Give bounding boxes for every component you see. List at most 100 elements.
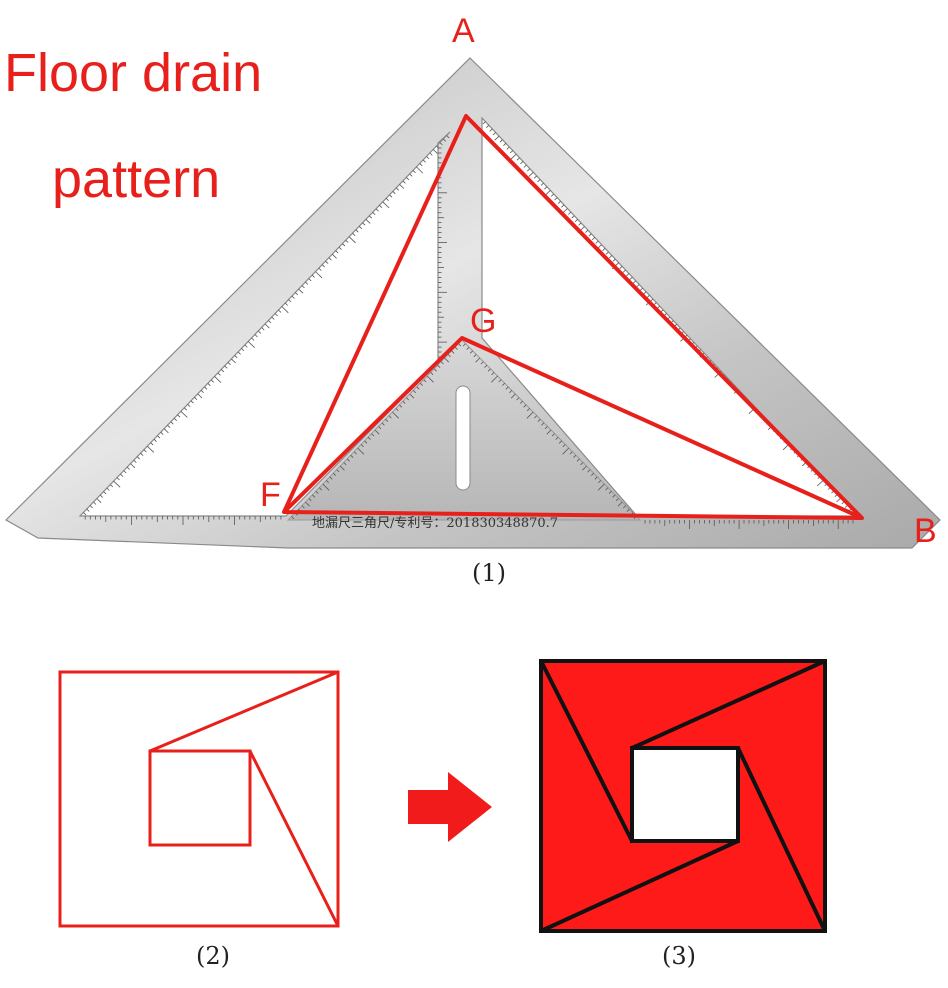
ruler-tick	[626, 508, 630, 512]
ruler-tick	[346, 458, 350, 462]
ruler-tick	[345, 239, 349, 243]
ruler-tick	[318, 267, 322, 271]
ruler-tick	[561, 204, 565, 208]
ruler-tick	[622, 269, 626, 273]
ruler-tick	[311, 274, 315, 278]
ruler-tick	[153, 438, 157, 442]
ruler-tick	[520, 161, 524, 165]
ruler-tick	[609, 255, 613, 259]
ruler-tick	[399, 184, 405, 189]
ruler-tick	[494, 135, 500, 141]
ruler-tick	[619, 266, 623, 270]
ruler-tick	[271, 316, 275, 320]
ruler-tick	[409, 173, 413, 177]
ruler-tick	[392, 191, 396, 195]
ruler-tick	[555, 436, 559, 440]
ruler-tick	[389, 194, 393, 198]
right-arrow-icon	[408, 772, 492, 842]
ruler-tick	[173, 418, 177, 421]
ruler-tick	[440, 361, 444, 365]
ruler-tick	[221, 369, 225, 373]
ruler-tick	[502, 382, 505, 386]
ruler-tick	[643, 291, 647, 295]
ruler-tick	[204, 386, 208, 390]
ruler-tick	[487, 368, 491, 372]
ruler-tick	[147, 445, 155, 453]
ruler-tick	[505, 386, 509, 390]
ruler-tick	[133, 459, 137, 463]
ruler-tick	[187, 404, 191, 407]
ruler-tick	[480, 361, 484, 365]
ruler-tick	[350, 454, 354, 458]
ruler-tick	[103, 491, 107, 495]
ruler-tick	[120, 473, 124, 477]
ruler-tick	[395, 187, 399, 191]
ruler-tick	[533, 175, 537, 179]
ruler-slot	[455, 385, 471, 491]
ruler-tick	[437, 364, 441, 368]
ruler-tick	[412, 170, 416, 174]
ruler-tick	[241, 348, 245, 352]
ruler-tick	[385, 198, 389, 201]
ruler-tick	[409, 393, 415, 399]
ruler-tick	[305, 281, 309, 285]
ruler-tick	[382, 201, 390, 209]
ruler-tick	[264, 323, 270, 329]
ruler-tick	[150, 442, 154, 446]
ruler-tick	[207, 383, 211, 387]
ruler-tick	[281, 306, 289, 314]
ruler-tick	[562, 444, 566, 448]
caption-figure-2: (2)	[196, 942, 230, 970]
ruler-tick	[402, 180, 406, 184]
ruler-tick	[339, 465, 345, 471]
ruler-tick	[96, 498, 102, 503]
ruler-tick	[580, 462, 584, 466]
figure-2-outline-pattern	[58, 670, 340, 928]
ruler-tick	[247, 341, 255, 348]
ruler-tick	[355, 229, 359, 233]
ruler-tick	[244, 344, 248, 348]
ruler-tick	[444, 357, 450, 363]
ruler-tick	[348, 236, 356, 244]
ruler-tick	[319, 487, 323, 491]
ruler-tick	[416, 386, 420, 390]
ruler-tick	[342, 243, 346, 247]
diagonal-right	[736, 747, 827, 932]
ruler-tick	[491, 375, 498, 383]
vertex-label-g: G	[470, 302, 497, 340]
ruler-tick	[322, 483, 330, 491]
ruler-tick	[357, 447, 365, 455]
caption-figure-1: (1)	[472, 559, 506, 587]
ruler-tick	[489, 128, 493, 132]
ruler-tick	[523, 404, 527, 408]
ruler-tick	[462, 343, 466, 347]
ruler-tick	[210, 379, 214, 383]
ruler-tick	[544, 426, 548, 430]
ruler-tick	[298, 288, 304, 294]
ruler-tick	[492, 132, 496, 136]
ruler-tick	[608, 490, 612, 494]
ruler-tick	[534, 415, 538, 419]
ruler-tick	[612, 258, 616, 262]
ruler-tick	[466, 346, 470, 350]
ruler-tick	[544, 186, 548, 190]
ruler-tick	[433, 368, 437, 372]
ruler-tick	[605, 251, 609, 255]
ruler-tick	[388, 415, 392, 419]
right-diagonal-outline	[248, 750, 340, 927]
ruler-tick	[258, 330, 262, 334]
ruler-tick	[557, 200, 561, 204]
ruler-tick	[291, 516, 295, 520]
ruler-tick	[197, 393, 203, 399]
ruler-tick	[194, 397, 198, 400]
ruler-tick	[439, 142, 443, 146]
ruler-tick	[503, 143, 507, 146]
ruler-tick	[392, 411, 399, 419]
ruler-tick	[617, 501, 623, 507]
ruler-tick	[136, 456, 140, 460]
ruler-tick	[224, 365, 228, 369]
ruler-tick	[429, 152, 433, 156]
ruler-tick	[352, 232, 356, 236]
ruler-tick	[626, 273, 630, 277]
ruler-tick	[447, 354, 451, 358]
